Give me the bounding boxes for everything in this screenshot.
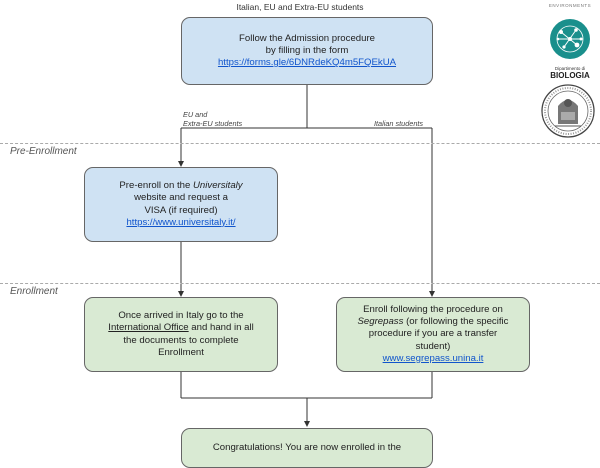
- universitaly-link[interactable]: https://www.universitaly.it/: [126, 216, 236, 228]
- international-office-label: International Office: [108, 322, 189, 334]
- segrepass-link[interactable]: www.segrepass.unina.it: [382, 352, 484, 364]
- biologia-logo: Dipartimento di BIOLOGIA: [543, 17, 597, 80]
- preenroll-line1: Pre-enroll on the Universitaly: [119, 180, 242, 192]
- pre-enrollment-section-label: Pre-Enrollment: [10, 146, 77, 157]
- preenroll-text1: Pre-enroll on the: [119, 180, 193, 192]
- final-box: Congratulations! You are now enrolled in…: [181, 428, 433, 468]
- segrepass-line4: student): [415, 340, 451, 352]
- pre-enrollment-divider: [0, 143, 600, 144]
- biologia-logo-line2: BIOLOGIA: [550, 71, 590, 80]
- admission-line1: Follow the Admission procedure: [239, 32, 375, 44]
- italian-students-label: Italian students: [374, 119, 424, 128]
- preenroll-box: Pre-enroll on the Universitaly website a…: [84, 167, 278, 242]
- university-seal-icon: [541, 84, 595, 138]
- eu-label-line1: EU and: [183, 110, 208, 119]
- enrollment-divider: [0, 283, 600, 284]
- international-line2: International Office and hand in all: [108, 322, 253, 334]
- universitaly-name: Universitaly: [193, 180, 243, 192]
- international-line3: the documents to complete: [123, 334, 239, 346]
- international-line1: Once arrived in Italy go to the: [118, 310, 244, 322]
- connector-lines: [178, 85, 435, 427]
- admission-form-link[interactable]: https://forms.gle/6DNRdeKQ4m5FQEkUA: [217, 57, 397, 69]
- biologia-logo-line1: Dipartimento di: [554, 66, 586, 71]
- preenroll-line3: VISA (if required): [144, 204, 218, 216]
- segrepass-name: Segrepass: [357, 316, 404, 328]
- segrepass-line3: procedure if you are a transfer: [368, 328, 498, 340]
- eu-students-label: EU and Extra-EU students: [183, 110, 242, 128]
- top-label: Italian, EU and Extra-EU students: [236, 2, 364, 12]
- biologia-emblem-icon: [550, 19, 590, 59]
- admission-line2: by filling in the form: [265, 44, 349, 56]
- segrepass-line2: Segrepass (or following the specific: [358, 316, 509, 328]
- enrollment-section-label: Enrollment: [10, 286, 58, 297]
- final-line1: Congratulations! You are now enrolled in…: [212, 442, 402, 453]
- segrepass-line1: Enroll following the procedure on: [363, 303, 503, 315]
- international-after-office: and hand in all: [188, 322, 254, 334]
- preenroll-line2: website and request a: [134, 192, 228, 204]
- international-office-box: Once arrived in Italy go to the Internat…: [84, 297, 278, 372]
- environments-logo-text: ENVIRONMENTS: [548, 3, 592, 8]
- segrepass-box: Enroll following the procedure on Segrep…: [336, 297, 530, 372]
- segrepass-after-italic: (or following the specific: [403, 316, 509, 328]
- international-line4: Enrollment: [158, 346, 204, 358]
- university-seal-logo: [541, 84, 595, 138]
- eu-label-line2: Extra-EU students: [183, 119, 243, 128]
- environments-logo: ENVIRONMENTS: [540, 0, 600, 12]
- admission-box: Follow the Admission procedure by fillin…: [181, 17, 433, 85]
